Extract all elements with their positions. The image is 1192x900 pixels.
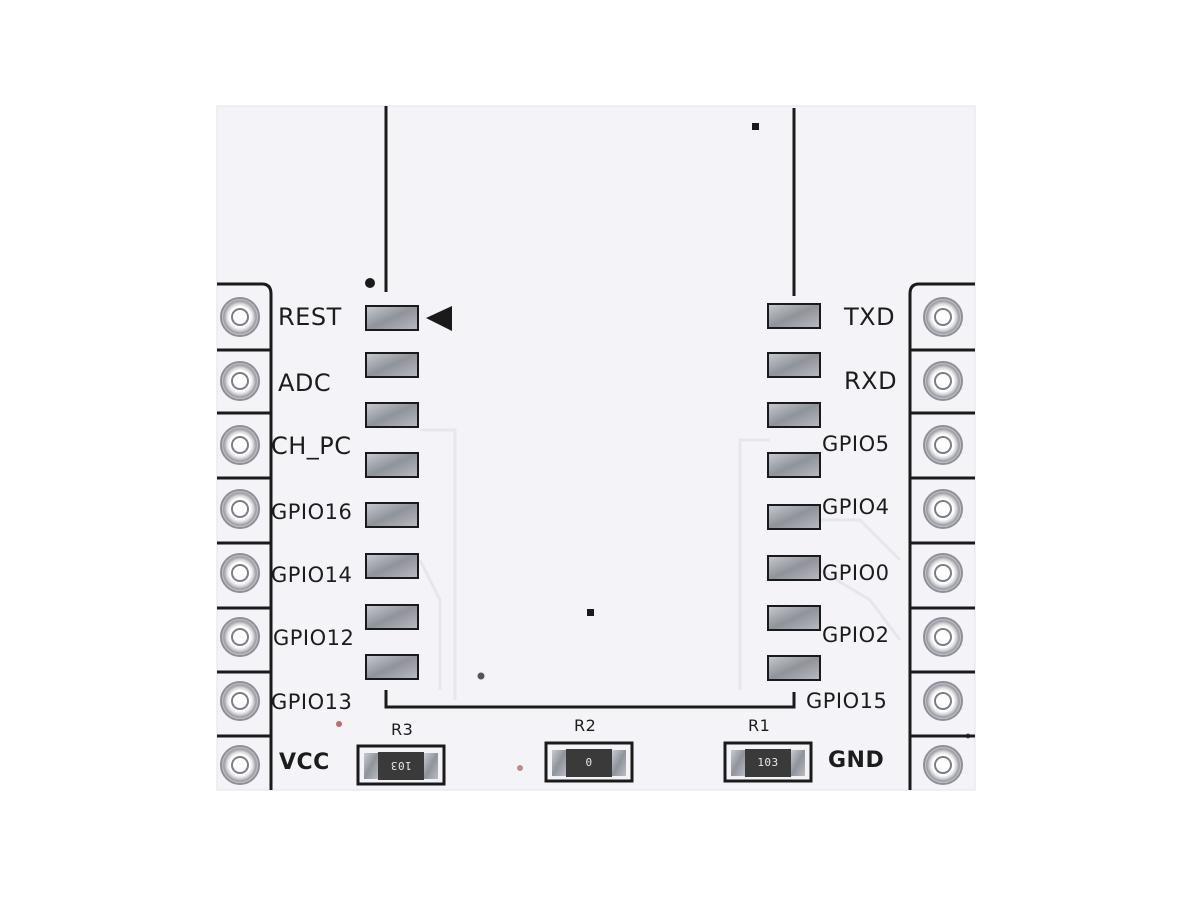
- through-hole-pad: [923, 617, 963, 657]
- smd-pad: [365, 553, 419, 579]
- through-hole-pad: [923, 297, 963, 337]
- resistor-value-r2: 0: [585, 756, 593, 769]
- via-dot: [477, 672, 485, 680]
- pin-label-gnd: GND: [828, 748, 885, 773]
- left-through-holes: [220, 297, 260, 785]
- via-dot: [336, 721, 342, 727]
- pin-label-gpio2: GPIO2: [822, 623, 890, 647]
- smd-pad: [767, 452, 821, 478]
- pcb-substrate: [216, 105, 976, 791]
- pin-label-gpio15: GPIO15: [806, 689, 888, 713]
- smd-pad: [767, 605, 821, 631]
- pin-label-rest: REST: [278, 303, 342, 331]
- via-dot: [517, 765, 523, 771]
- smd-pad: [767, 555, 821, 581]
- pin-label-gpio14: GPIO14: [271, 563, 353, 587]
- through-hole-pad: [923, 553, 963, 593]
- pin-label-gpio0: GPIO0: [822, 561, 890, 585]
- left-header-outline: [217, 282, 273, 790]
- pin-label-gpio5: GPIO5: [822, 432, 890, 456]
- smd-pad: [767, 303, 821, 329]
- smd-pad: [365, 402, 419, 428]
- pin-label-gpio12: GPIO12: [273, 626, 355, 650]
- module-outline: [384, 106, 796, 709]
- center-mark: [587, 609, 594, 616]
- left-smd-pads: [365, 305, 419, 680]
- smd-pad: [365, 604, 419, 630]
- smd-pad: [767, 504, 821, 530]
- through-hole-pad: [923, 425, 963, 465]
- through-hole-pad: [220, 297, 260, 337]
- faint-traces: [418, 428, 902, 700]
- resistor-value-r1: 103: [757, 756, 779, 769]
- through-hole-pad: [220, 745, 260, 785]
- resistor-designator-r1: R1: [748, 716, 771, 735]
- pin1-arrow: [426, 306, 452, 331]
- right-header-outline: [908, 282, 975, 790]
- through-hole-pad: [220, 425, 260, 465]
- resistor-r3: [356, 744, 446, 786]
- resistor-value-r3: 103: [390, 759, 412, 772]
- through-hole-pad: [220, 553, 260, 593]
- through-hole-pad: [220, 489, 260, 529]
- smd-pad: [365, 502, 419, 528]
- through-hole-pad: [923, 681, 963, 721]
- through-hole-pad: [923, 361, 963, 401]
- corner-mark: [752, 123, 759, 130]
- pin-label-rxd: RXD: [844, 367, 898, 395]
- smd-pad: [767, 655, 821, 681]
- smd-pad: [365, 352, 419, 378]
- through-hole-pad: [220, 617, 260, 657]
- through-hole-pad: [220, 681, 260, 721]
- smd-pad: [767, 402, 821, 428]
- right-smd-pads: [767, 303, 821, 681]
- through-hole-pad: [923, 489, 963, 529]
- smd-pad: [365, 305, 419, 331]
- smd-pad: [767, 352, 821, 378]
- smd-pad: [365, 654, 419, 680]
- resistor-r1: [723, 741, 813, 783]
- resistor-designator-r2: R2: [574, 716, 597, 735]
- pin-label-gpio4: GPIO4: [822, 495, 890, 519]
- through-hole-pad: [923, 745, 963, 785]
- through-hole-pad: [220, 361, 260, 401]
- pin-label-ch-pc: CH_PC: [271, 432, 352, 460]
- pin1-dot: [365, 278, 375, 288]
- resistor-designator-r3: R3: [391, 720, 414, 739]
- smd-pad: [365, 452, 419, 478]
- pin-label-gpio16: GPIO16: [271, 500, 353, 524]
- pin-label-vcc: VCC: [279, 750, 330, 775]
- pin-label-txd: TXD: [844, 303, 896, 331]
- right-through-holes: [923, 297, 963, 785]
- pin-label-adc: ADC: [278, 369, 332, 397]
- pin-label-gpio13: GPIO13: [271, 690, 353, 714]
- resistor-r2: [544, 741, 634, 783]
